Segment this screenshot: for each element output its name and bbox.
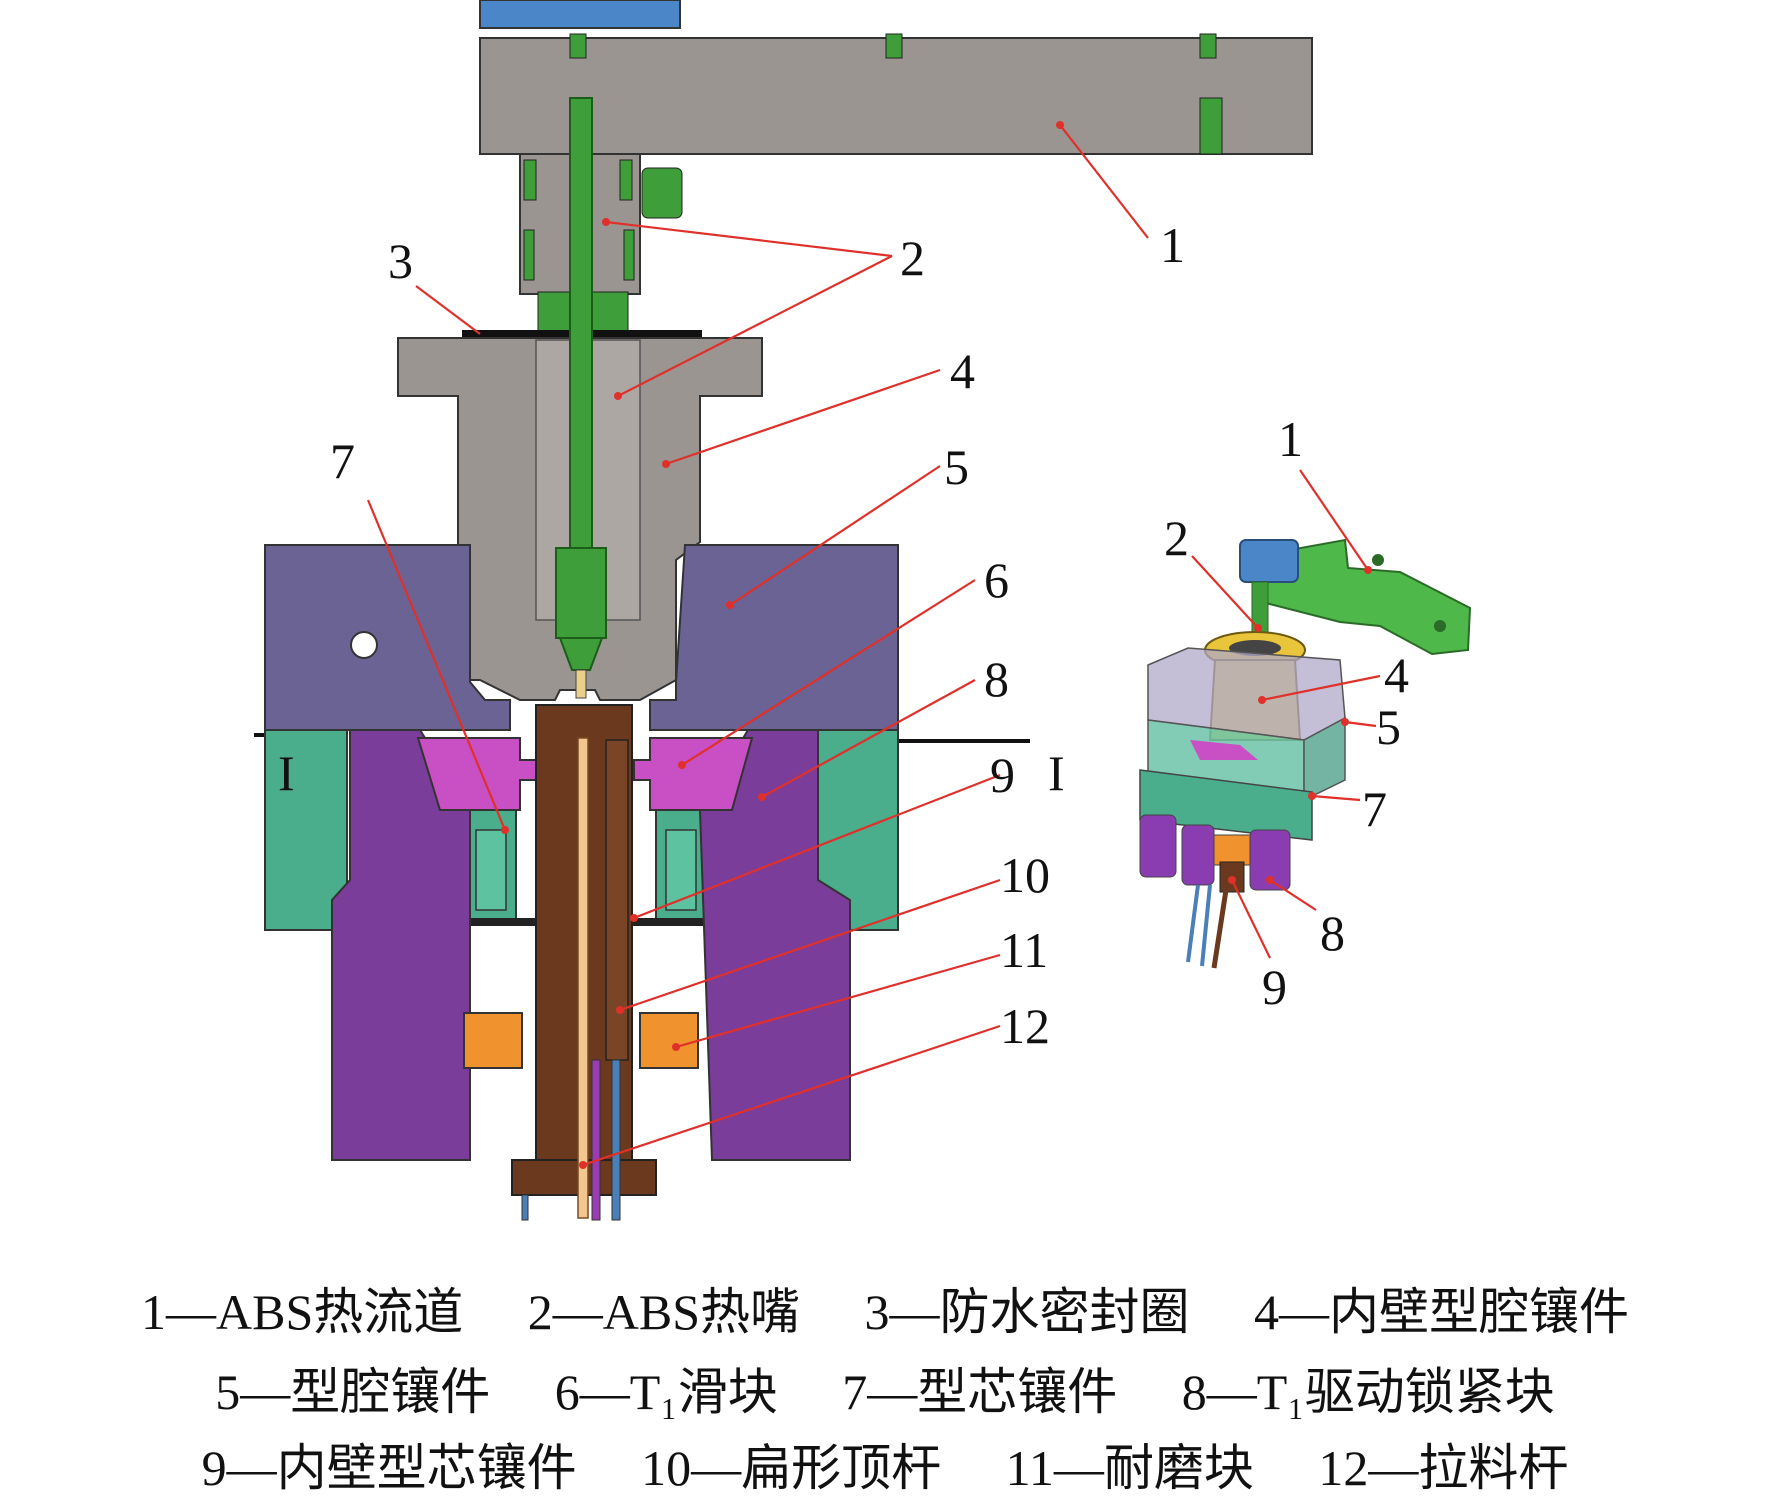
callout-2: 2 (900, 230, 925, 286)
callout-3: 3 (388, 233, 413, 289)
legend-item-10: 10—扁形顶杆 (641, 1440, 942, 1496)
legend-item-8: 8—T₁驱动锁紧块 (1181, 1364, 1555, 1420)
legend-item-5: 5—型腔镶件 (215, 1364, 491, 1420)
core-insert (264, 729, 348, 931)
iso-callout-1: 1 (1278, 411, 1303, 467)
t1-slider (416, 737, 537, 811)
iso-callout-9: 9 (1262, 959, 1287, 1015)
callout-4: 4 (950, 343, 975, 399)
hot-nozzle (569, 97, 593, 555)
legend-item-11: 11—耐磨块 (1005, 1440, 1254, 1496)
iso-callout-4: 4 (1384, 647, 1409, 703)
legend-item-7: 7—型芯镶件 (842, 1364, 1118, 1420)
callout-8: 8 (984, 651, 1009, 707)
top-clamp-block (479, 0, 681, 29)
legend-item-2: 2—ABS热嘴 (527, 1284, 801, 1340)
legend-item-3: 3—防水密封圈 (864, 1284, 1190, 1340)
iso-callout-2: 2 (1164, 510, 1189, 566)
callout-1: 1 (1160, 217, 1185, 273)
callout-9: 9 (990, 747, 1015, 803)
iso-callout-8: 8 (1320, 905, 1345, 961)
callout-10: 10 (1000, 847, 1050, 903)
callout-5: 5 (944, 439, 969, 495)
legend-item-12: 12—拉料杆 (1318, 1440, 1569, 1496)
iso-leader-lines (1191, 469, 1381, 959)
legend-item-1: 1—ABS热流道 (140, 1284, 464, 1340)
legend-item-9: 9—内壁型芯镶件 (201, 1440, 577, 1496)
main-leader-lines (366, 121, 1149, 1169)
sprue-puller-pin (577, 737, 589, 1219)
callout-11: 11 (1000, 922, 1048, 978)
legend-row-3: 9—内壁型芯镶件 10—扁形顶杆 11—耐磨块 12—拉料杆 (0, 1428, 1770, 1508)
callout-7: 7 (330, 433, 355, 489)
legend-row-1: 1—ABS热流道 2—ABS热嘴 3—防水密封圈 4—内壁型腔镶件 (0, 1272, 1770, 1352)
section-label-left: I (278, 745, 295, 801)
callout-6: 6 (984, 552, 1009, 608)
legend-item-6: 6—T₁滑块 (554, 1364, 778, 1420)
isometric-view (1139, 538, 1472, 969)
legend-item-4: 4—内壁型腔镶件 (1254, 1284, 1630, 1340)
section-label-right: I (1048, 745, 1065, 801)
callout-12: 12 (1000, 998, 1050, 1054)
iso-callout-7: 7 (1362, 781, 1387, 837)
iso-callout-5: 5 (1376, 699, 1401, 755)
legend-row-2: 5—型腔镶件 6—T₁滑块 7—型芯镶件 8—T₁驱动锁紧块 (0, 1352, 1770, 1432)
wear-block (463, 1012, 523, 1069)
